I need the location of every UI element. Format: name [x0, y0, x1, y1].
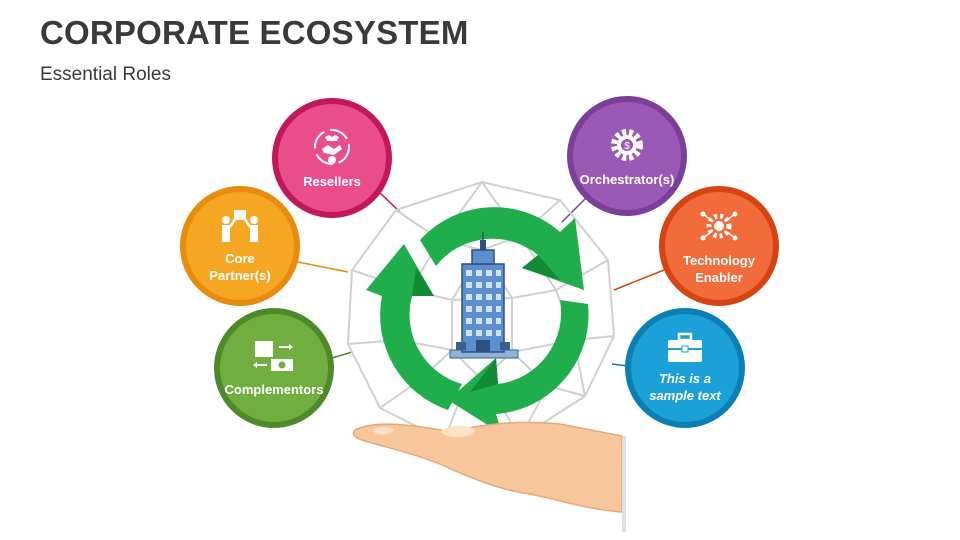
connector-orchestrators — [561, 195, 589, 223]
connector-technology — [613, 269, 665, 291]
role-label-sample: This is a sample text — [649, 371, 721, 403]
role-orchestrators: $ Orchestrator(s) — [567, 96, 687, 216]
role-label-technology-enabler: Technology Enabler — [683, 253, 755, 285]
connector-complementors — [331, 351, 353, 359]
role-core-partners: Core Partner(s) — [180, 186, 300, 306]
role-technology-enabler: Technology Enabler — [659, 186, 779, 306]
hand-icon — [352, 421, 626, 532]
cycle-arrows — [366, 207, 589, 434]
tech-gear-icon — [700, 211, 738, 241]
role-resellers: Resellers — [272, 98, 392, 218]
briefcase-icon — [668, 332, 702, 362]
handshake-money-icon — [314, 128, 350, 165]
page-title: CORPORATE ECOSYSTEM — [40, 14, 469, 51]
role-label-resellers: Resellers — [303, 173, 361, 189]
role-label-complementors: Complementors — [224, 381, 324, 397]
puzzle-people-icon — [222, 210, 258, 242]
connector-core-partners — [297, 261, 349, 273]
role-label-core-partners: Core Partner(s) — [209, 251, 271, 283]
role-label-orchestrators: Orchestrator(s) — [579, 171, 675, 187]
gear-icon: $ — [611, 128, 643, 161]
exchange-icon — [253, 340, 293, 371]
role-complementors: Complementors — [214, 308, 334, 428]
svg-text:$: $ — [624, 141, 630, 152]
page-subtitle: Essential Roles — [40, 64, 171, 85]
building-icon — [449, 232, 519, 359]
role-sample: This is a sample text — [625, 308, 745, 428]
